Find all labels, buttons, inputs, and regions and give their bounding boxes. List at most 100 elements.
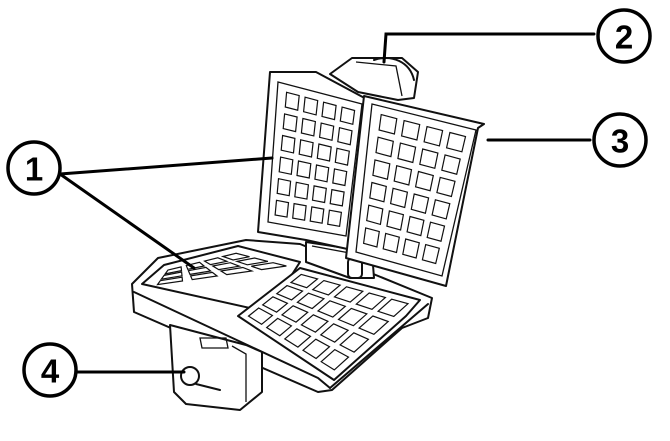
callout-circle-3 [592,112,648,168]
waffle-cell [421,243,441,265]
waffle-cell [234,257,269,266]
waffle-cell [220,252,250,261]
waffle-cell [187,266,213,276]
waffle-cell [275,284,304,301]
waffle-cell [339,106,356,126]
callout-number-3: 3 [611,123,629,160]
upper-lid [257,71,485,287]
waffle-cell [311,185,327,204]
waffle-cell [321,101,337,121]
waffle-cell [414,170,435,192]
leader-line-2 [382,32,596,64]
callout-number-1: 1 [25,151,43,188]
waffle-cell [296,160,312,179]
waffle-cell [402,238,421,259]
waffle-cell [316,143,332,162]
waffle-cell [366,204,384,226]
waffle-cell [410,193,430,214]
waffle-cell [251,262,287,271]
waffle-cell [376,298,410,318]
waffle-cell [357,315,390,335]
waffle-cell [431,199,451,220]
callout-1: 1 [6,140,62,196]
waffle-cell [261,296,289,313]
waffle-cell [362,227,380,248]
waffle-cell [247,307,274,326]
waffle-cell [329,188,345,207]
waffle-cell [219,266,255,276]
waffle-cell [274,199,290,218]
waffle-cell [397,142,417,164]
waffle-cell [284,91,300,111]
waffle-cell [318,122,335,142]
waffle-cell [369,181,387,203]
waffle-cell [337,126,353,146]
waffle-cell [378,113,398,135]
waffle-cell [159,271,183,281]
waffle-cell [302,96,319,116]
callout-3: 3 [592,112,648,168]
lid-handle [329,57,419,101]
waffle-cell [375,136,394,158]
waffle-cell [265,317,293,337]
waffle-cell [211,262,242,271]
waffle-cell [382,232,400,254]
waffle-cell [189,271,219,281]
waffle-cell [298,139,314,158]
waffle-cell [276,177,292,197]
lower-cooking-plates [141,245,421,381]
waffle-cell [156,276,184,286]
waffle-cell [280,305,309,323]
waffle-cell [355,292,387,310]
waffle-cell [441,154,461,175]
upper-plate-grid-left [274,91,356,228]
waffle-cell [389,187,409,209]
waffle-cell [436,176,456,198]
waffle-cell [301,338,331,360]
waffle-cell [426,221,446,242]
waffle-cell [386,210,405,231]
waffle-cell [311,279,342,296]
callout-circle-4 [22,342,78,398]
waffle-cell [339,332,370,353]
waffle-cell [278,156,294,176]
waffle-cell [372,159,391,180]
waffle-cell [327,209,343,228]
waffle-cell [333,286,365,303]
waffle-cell [203,257,229,266]
waffle-cell [400,119,421,141]
callout-4: 4 [22,342,78,398]
callout-number-2: 2 [615,19,633,56]
waffle-cell [445,131,467,153]
waffle-cell [316,300,347,318]
leader-line-1a [58,156,274,176]
waffle-cell [300,117,317,137]
waffle-cell [320,348,350,371]
waffle-cell [292,202,307,221]
waffle-cell [289,273,319,289]
waffle-cell [280,134,296,154]
waffle-cell [423,125,444,147]
callout-number-4: 4 [41,353,60,390]
waffle-cell [334,147,350,166]
waffle-cell [406,215,425,237]
waffle-cell [309,206,325,224]
lower-plate-grid-left [156,252,287,286]
leader-line-1b [58,172,196,270]
callout-2: 2 [596,8,652,64]
callout-circle-1 [6,140,62,196]
waffle-cell [314,164,330,183]
waffle-cell [332,168,348,187]
waffle-cell [319,323,350,343]
waffle-cell [163,266,183,275]
waffle-cell [294,181,310,200]
waffle-cell [296,292,326,310]
callout-circle-2 [596,8,652,64]
upper-plate-grid-right [362,113,467,265]
waffle-cell [283,328,312,348]
leader-lines [58,32,596,374]
waffle-cell [337,307,368,327]
waffle-cell [282,113,298,133]
lower-plate-grid-right [247,273,410,371]
